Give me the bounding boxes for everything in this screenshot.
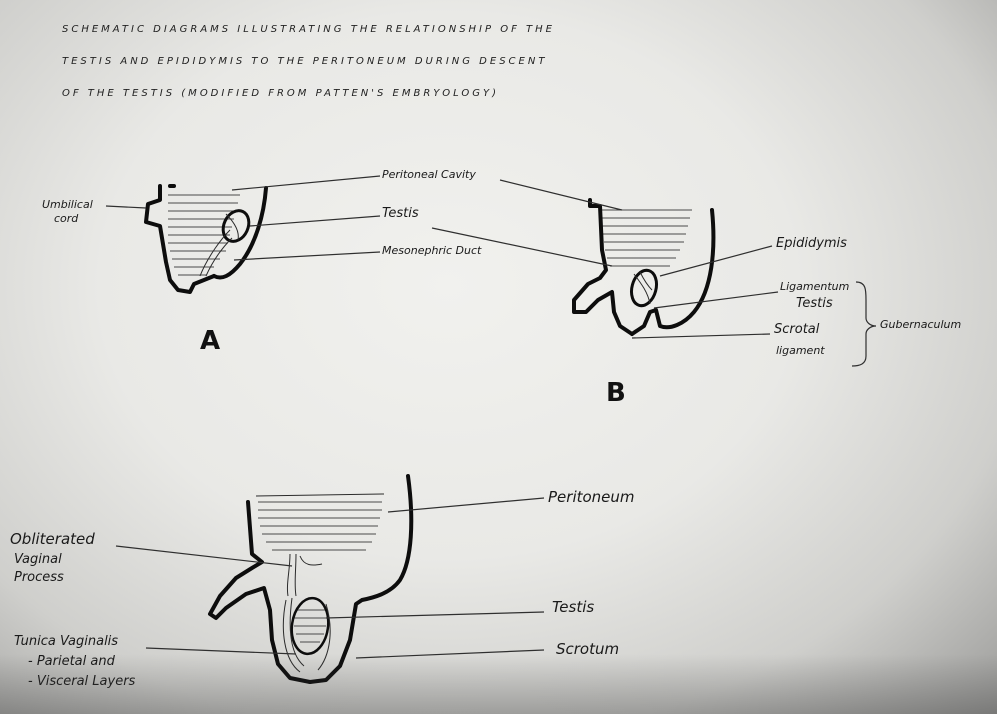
label-obliterated-1: Obliterated <box>10 530 95 548</box>
label-scrotum: Scrotum <box>556 640 619 658</box>
label-obliterated-2: Vaginal <box>14 552 62 567</box>
label-peritoneum: Peritoneum <box>548 488 635 506</box>
label-tunica-2: - Parietal and <box>28 654 115 669</box>
label-obliterated-3: Process <box>14 570 64 585</box>
label-tunica-1: Tunica Vaginalis <box>14 634 118 649</box>
diagram-letter-b: B <box>606 378 626 408</box>
label-tunica-3: - Visceral Layers <box>28 674 135 689</box>
label-testis-c: Testis <box>552 598 594 616</box>
label-gubernaculum: Gubernaculum <box>880 318 961 331</box>
